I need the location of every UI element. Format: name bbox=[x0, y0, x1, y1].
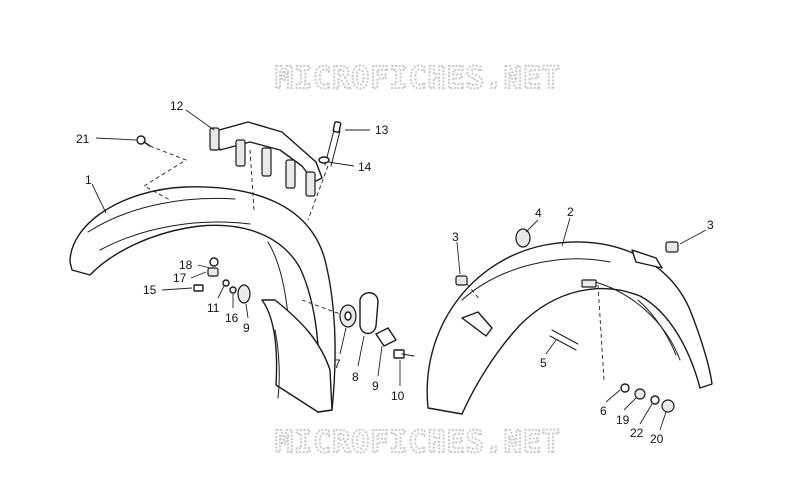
dash-path-13 bbox=[307, 165, 329, 221]
leader-9b bbox=[377, 345, 383, 377]
callout-21: 21 bbox=[76, 132, 90, 146]
leader-21 bbox=[95, 137, 137, 141]
leader-2 bbox=[561, 217, 571, 247]
screw-21 bbox=[136, 135, 151, 147]
bolt-10 bbox=[393, 349, 415, 359]
front-fender bbox=[69, 186, 336, 413]
fender-bracket bbox=[209, 121, 323, 197]
leader-8 bbox=[357, 335, 365, 367]
rear-hardware-stack bbox=[620, 383, 675, 413]
leader-5 bbox=[545, 339, 557, 355]
callout-13: 13 bbox=[375, 123, 389, 137]
leader-9a bbox=[245, 303, 249, 319]
nut-3-left bbox=[455, 275, 468, 286]
callout-1: 1 bbox=[85, 173, 92, 187]
callout-7: 7 bbox=[334, 357, 341, 371]
callout-16: 16 bbox=[225, 311, 239, 325]
callout-11: 11 bbox=[207, 301, 220, 315]
leader-1 bbox=[91, 183, 107, 214]
callout-3-right: 3 bbox=[707, 218, 714, 232]
callout-9-left: 9 bbox=[243, 321, 250, 335]
small-hardware-left bbox=[193, 257, 251, 304]
leader-14 bbox=[327, 161, 355, 167]
watermark-bottom: MICROFICHES.NET bbox=[275, 425, 561, 460]
dash-path-12 bbox=[249, 149, 255, 211]
leader-12 bbox=[185, 109, 215, 131]
callout-2: 2 bbox=[567, 205, 574, 219]
nut-3-right bbox=[665, 241, 679, 253]
callout-10: 10 bbox=[391, 389, 405, 403]
leader-4 bbox=[525, 219, 539, 233]
plate-9 bbox=[375, 327, 397, 347]
callout-3-left: 3 bbox=[452, 230, 459, 244]
callout-9-right: 9 bbox=[372, 379, 379, 393]
rear-fender bbox=[426, 241, 713, 415]
callout-12: 12 bbox=[170, 99, 184, 113]
dash-path-21 bbox=[143, 145, 188, 201]
leader-17 bbox=[190, 271, 207, 279]
leader-6 bbox=[605, 389, 621, 403]
rubber-grommet-7 bbox=[339, 304, 357, 328]
leader-20 bbox=[659, 411, 667, 431]
leader-3b bbox=[679, 229, 707, 245]
leader-18 bbox=[197, 264, 211, 269]
callout-22: 22 bbox=[630, 426, 644, 440]
callout-6: 6 bbox=[600, 404, 607, 418]
watermark-top: MICROFICHES.NET bbox=[275, 61, 561, 96]
callout-17: 17 bbox=[173, 271, 187, 285]
callout-4: 4 bbox=[535, 206, 542, 220]
cap-4 bbox=[515, 228, 531, 248]
washer-14 bbox=[318, 156, 330, 164]
leader-7 bbox=[339, 327, 347, 355]
stud-5 bbox=[549, 329, 579, 351]
gasket-8 bbox=[359, 292, 379, 335]
callout-18: 18 bbox=[179, 258, 193, 272]
callout-14: 14 bbox=[358, 160, 372, 174]
callout-5: 5 bbox=[540, 356, 547, 370]
callout-20: 20 bbox=[650, 432, 664, 446]
leader-19 bbox=[623, 397, 637, 411]
leader-11 bbox=[217, 285, 225, 299]
leader-22 bbox=[639, 403, 653, 425]
leader-15 bbox=[161, 287, 193, 291]
callout-8: 8 bbox=[352, 370, 359, 384]
dash-path-rear-3 bbox=[466, 283, 481, 301]
callout-19: 19 bbox=[616, 413, 630, 427]
leader-3a bbox=[456, 241, 461, 275]
dash-path-rear bbox=[597, 284, 605, 381]
callout-15: 15 bbox=[143, 283, 157, 297]
